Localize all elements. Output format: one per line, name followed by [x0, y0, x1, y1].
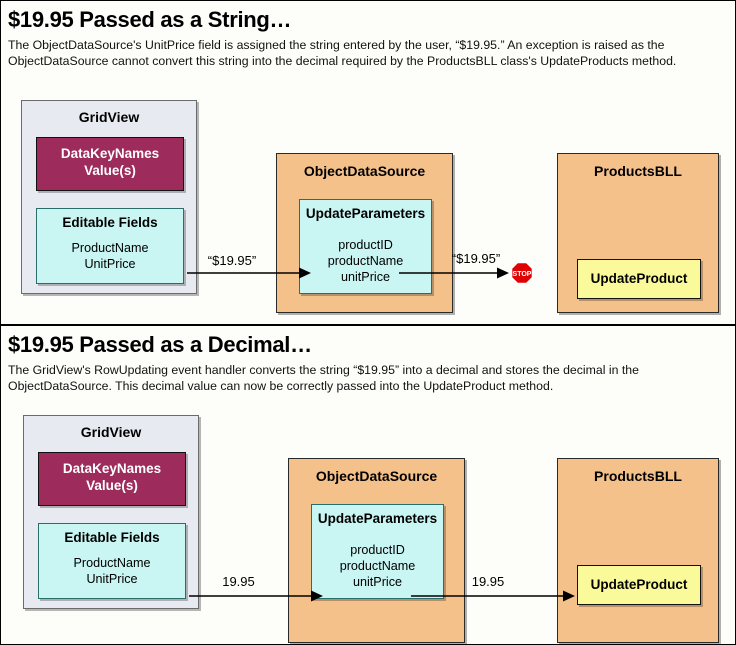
svg-text:STOP: STOP — [513, 271, 532, 278]
datakeynames-line-1: DataKeyNames — [60, 146, 160, 161]
panel-title-string: $19.95 Passed as a String… — [8, 7, 292, 32]
panel-decimal-scenario: $19.95 Passed as a Decimal… The GridView… — [1, 324, 735, 644]
editable-field-unitprice-decimal: UnitPrice — [86, 572, 138, 586]
connector-gridview-to-ods-decimal — [189, 590, 323, 602]
gridview-box-decimal: GridView DataKeyNames Value(s) Editable … — [23, 415, 199, 609]
gridview-box-string: GridView DataKeyNames Value(s) Editable … — [21, 100, 197, 294]
datakeynames-box-string: DataKeyNames Value(s) — [36, 137, 184, 191]
update-param-productname-decimal: productName — [339, 559, 416, 573]
updateparameters-title-string: UpdateParameters — [305, 206, 426, 221]
editable-fields-title-string: Editable Fields — [62, 215, 158, 230]
editable-fields-title-decimal: Editable Fields — [64, 530, 160, 545]
arrow-label-gridview-to-ods-decimal: 19.95 — [222, 574, 255, 589]
panel-title-decimal: $19.95 Passed as a Decimal… — [8, 332, 312, 357]
panel-description-string: The ObjectDataSource's UnitPrice field i… — [8, 38, 677, 68]
editable-field-productname-decimal: ProductName — [73, 556, 151, 570]
panel-string-scenario: $19.95 Passed as a String… The ObjectDat… — [1, 1, 735, 324]
connector-ods-to-stop-string — [399, 267, 509, 279]
productsbll-box-string: ProductsBLL UpdateProduct — [557, 153, 719, 313]
updateparameters-box-decimal: UpdateParameters productID productName u… — [311, 504, 444, 599]
updateparameters-title-decimal: UpdateParameters — [317, 511, 438, 526]
update-param-productid-decimal: productID — [350, 543, 405, 557]
updateproduct-box-string: UpdateProduct — [577, 259, 701, 299]
connector-gridview-to-ods-string — [187, 267, 311, 279]
updateproduct-label-decimal: UpdateProduct — [590, 577, 688, 592]
datakeynames-line-1-decimal: DataKeyNames — [62, 461, 162, 476]
objectdatasource-title-string: ObjectDataSource — [303, 163, 426, 179]
updateproduct-label-string: UpdateProduct — [590, 271, 688, 286]
arrow-label-ods-to-bll-decimal: 19.95 — [471, 574, 505, 589]
update-param-unitprice: unitPrice — [341, 270, 390, 284]
objectdatasource-box-decimal: ObjectDataSource UpdateParameters produc… — [288, 458, 465, 643]
update-param-productname: productName — [327, 254, 404, 268]
editable-field-unitprice: UnitPrice — [84, 257, 136, 271]
arrow-label-gridview-to-ods-string: “$19.95” — [207, 253, 257, 268]
datakeynames-box-decimal: DataKeyNames Value(s) — [38, 452, 186, 506]
productsbll-title-string: ProductsBLL — [594, 163, 682, 179]
objectdatasource-title-decimal: ObjectDataSource — [315, 468, 438, 484]
updateproduct-box-decimal: UpdateProduct — [577, 565, 701, 605]
editable-field-productname: ProductName — [71, 241, 149, 255]
gridview-title-string: GridView — [78, 109, 140, 125]
panel-description-decimal: The GridView's RowUpdating event handler… — [8, 363, 639, 393]
connector-ods-to-bll-decimal — [411, 590, 575, 602]
stop-sign-icon: STOP — [511, 262, 533, 284]
editable-fields-box-string: Editable Fields ProductName UnitPrice — [36, 208, 184, 284]
productsbll-title-decimal: ProductsBLL — [594, 468, 682, 484]
updateparameters-box-string: UpdateParameters productID productName u… — [299, 199, 432, 294]
objectdatasource-box-string: ObjectDataSource UpdateParameters produc… — [276, 153, 453, 313]
update-param-unitprice-decimal: unitPrice — [353, 575, 402, 589]
datakeynames-line-2-decimal: Value(s) — [86, 478, 138, 493]
productsbll-box-decimal: ProductsBLL UpdateProduct — [557, 458, 719, 643]
editable-fields-box-decimal: Editable Fields ProductName UnitPrice — [38, 523, 186, 599]
gridview-title-decimal: GridView — [80, 424, 142, 440]
datakeynames-line-2: Value(s) — [84, 163, 136, 178]
arrow-label-ods-to-bll-string: “$19.95” — [451, 251, 501, 266]
update-param-productid: productID — [338, 238, 393, 252]
